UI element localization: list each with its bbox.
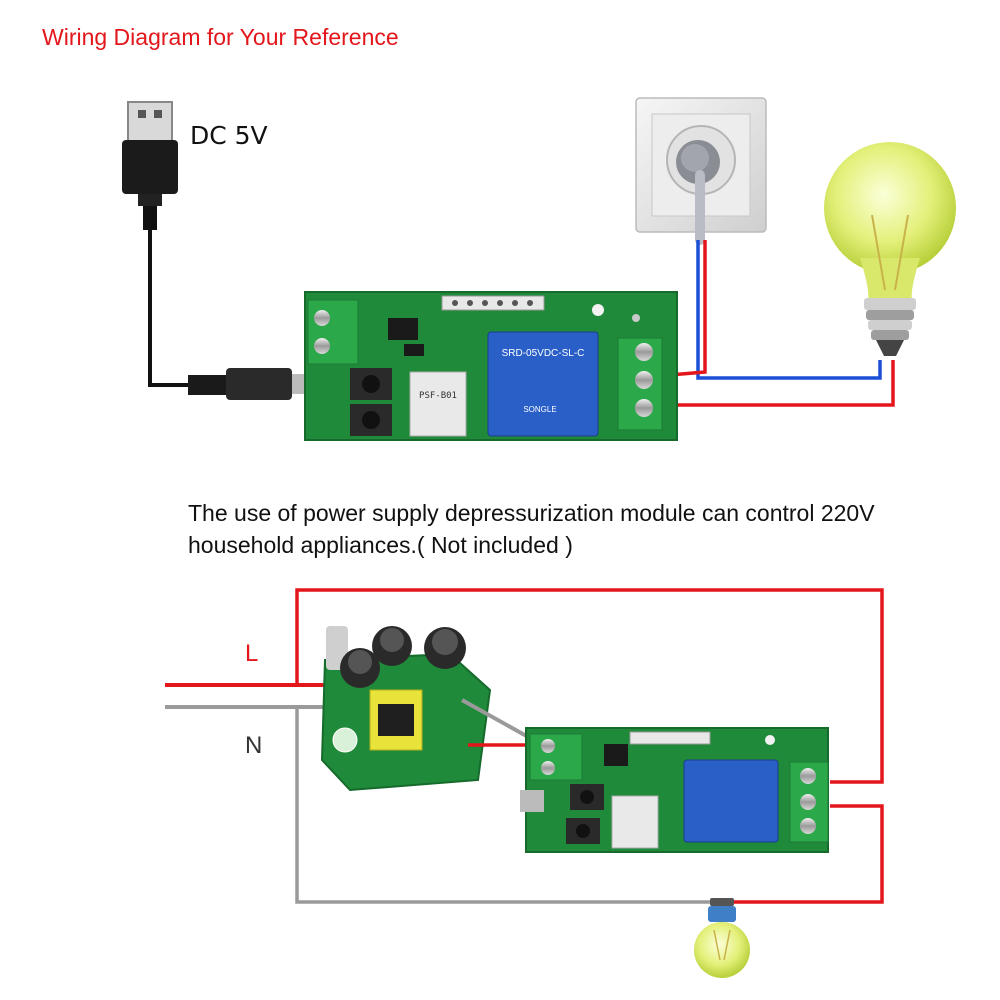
gray-neutral-wire [295, 707, 712, 904]
red-loop-wire [295, 588, 884, 784]
output-terminal [617, 337, 663, 431]
relay: SRD-05VDC-SL-C SONGLE [487, 331, 599, 437]
pin-header [441, 295, 545, 311]
red-wire-lamp [658, 360, 895, 407]
usb-plug-icon [122, 101, 178, 230]
relay-board: PSF-B01 SRD-05VDC-SL-C SONGLE [304, 291, 678, 441]
dc-5v-label: DC 5V [190, 121, 268, 150]
diagram-title: Wiring Diagram for Your Reference [42, 24, 399, 50]
power-terminal [307, 299, 359, 365]
relay-model: SRD-05VDC-SL-C [502, 348, 585, 359]
live-label: L [245, 640, 259, 667]
power-supply-module [320, 626, 492, 792]
caption-line-2: household appliances.( Not included ) [188, 532, 573, 558]
button-icon [350, 404, 392, 436]
wifi-module: PSF-B01 [409, 371, 467, 437]
caption: The use of power supply depressurization… [188, 497, 948, 561]
relay-brand: SONGLE [523, 405, 556, 414]
micro-usb-connector-icon [188, 368, 314, 400]
relay-board-bottom [520, 727, 829, 853]
caption-line-1: The use of power supply depressurization… [188, 500, 875, 526]
red-lamp-wire [732, 804, 884, 904]
light-bulb-icon [694, 898, 750, 978]
light-bulb-icon [824, 142, 956, 356]
neutral-label: N [245, 732, 263, 759]
usb-cable [148, 230, 190, 387]
wifi-module-label: PSF-B01 [419, 391, 457, 401]
blue-wire [696, 240, 882, 380]
button-icon [350, 368, 392, 400]
